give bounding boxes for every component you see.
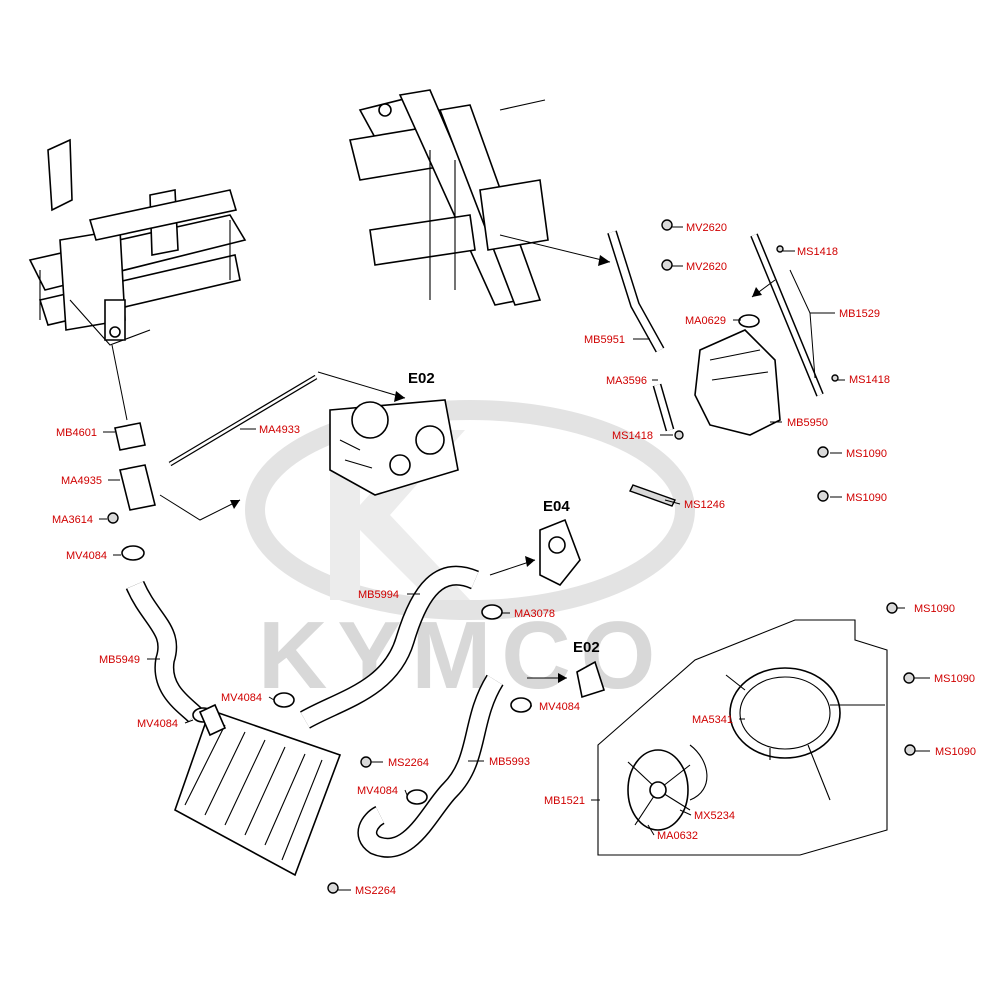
reservoir-cap (738, 314, 760, 328)
thermostat-fitting (576, 660, 606, 699)
callout-mv4084-c[interactable]: MV4084 (221, 692, 262, 704)
callout-labels: MV2620 MV2620 MS1418 MB1529 MA0629 MB595… (52, 222, 976, 897)
radiator (174, 703, 342, 877)
callout-mv4084-e[interactable]: MV4084 (539, 701, 580, 713)
clamp-ma3078 (481, 604, 503, 620)
fan-blade (627, 749, 691, 831)
callout-ma3596[interactable]: MA3596 (606, 375, 647, 387)
clamp-mv4084-d (510, 697, 532, 713)
section-ref-e02-upper[interactable]: E02 (408, 370, 435, 387)
section-ref-e02-lower[interactable]: E02 (573, 639, 600, 656)
reservoir-rod (750, 233, 824, 397)
reservoir-tank (694, 329, 781, 436)
callout-ms1246[interactable]: MS1246 (684, 499, 725, 511)
callout-ms1418-b[interactable]: MS1418 (612, 430, 653, 442)
clamp-mv4084-c (406, 789, 428, 805)
callout-mb5950[interactable]: MB5950 (787, 417, 828, 429)
callout-ms1418-a[interactable]: MS1418 (797, 246, 838, 258)
callout-mb5951[interactable]: MB5951 (584, 334, 625, 346)
callout-ma5341[interactable]: MA5341 (692, 714, 733, 726)
bolt-ms1090-c (886, 602, 898, 614)
callout-ma3078[interactable]: MA3078 (514, 608, 555, 620)
clamp-mv4084-a (121, 545, 145, 561)
fan-shroud (725, 667, 885, 801)
watermark-text: KYMCO (258, 602, 665, 709)
callout-mb5993[interactable]: MB5993 (489, 756, 530, 768)
callout-mx5234[interactable]: MX5234 (694, 810, 735, 822)
callout-mv4084-a[interactable]: MV4084 (66, 550, 107, 562)
callout-mb5949[interactable]: MB5949 (99, 654, 140, 666)
bolt-ms1090-d (903, 672, 915, 684)
callout-ms1418-c[interactable]: MS1418 (849, 374, 890, 386)
kymco-watermark-logo: KYMCO (245, 400, 695, 709)
callout-mv2620-a[interactable]: MV2620 (686, 222, 727, 234)
callout-ma0632[interactable]: MA0632 (657, 830, 698, 842)
callout-ms2264-b[interactable]: MS2264 (355, 885, 396, 897)
section-ref-e04[interactable]: E04 (543, 498, 570, 515)
clip-ms1246 (629, 484, 676, 507)
callout-ma0629[interactable]: MA0629 (685, 315, 726, 327)
clamp-mv4084-b (273, 692, 295, 708)
fan-assembly-outline (597, 619, 888, 856)
callout-mv4084-b[interactable]: MV4084 (137, 718, 178, 730)
callout-mb5994[interactable]: MB5994 (358, 589, 399, 601)
overflow-tube (168, 374, 318, 467)
filler-neck (119, 464, 156, 511)
nut-mv2620-b (661, 259, 673, 271)
nut-mv2620-a (661, 219, 673, 231)
reservoir-hose-ma3596 (652, 383, 675, 432)
callout-mv4084-d[interactable]: MV4084 (357, 785, 398, 797)
callout-ms2264-a[interactable]: MS2264 (388, 757, 429, 769)
reservoir-hose-mb5951 (607, 230, 665, 353)
callout-ms1090-a[interactable]: MS1090 (846, 448, 887, 460)
left-frame-assembly (28, 138, 247, 346)
bolt-ms1090-b (817, 490, 829, 502)
callout-ma4935[interactable]: MA4935 (61, 475, 102, 487)
cylinder-head (329, 399, 459, 496)
callout-mb1529[interactable]: MB1529 (839, 308, 880, 320)
fitting-ma3614 (107, 512, 119, 524)
callout-mb1521[interactable]: MB1521 (544, 795, 585, 807)
callout-ms1090-c[interactable]: MS1090 (914, 603, 955, 615)
radiator-cap (114, 422, 146, 451)
fan-wire-mx5234 (689, 744, 708, 801)
callout-ms1090-d[interactable]: MS1090 (934, 673, 975, 685)
bolt-ms1090-a (817, 446, 829, 458)
bolt-ms1090-e (904, 744, 916, 756)
callout-ms1090-e[interactable]: MS1090 (935, 746, 976, 758)
callout-ma3614[interactable]: MA3614 (52, 514, 93, 526)
screw-ms2264-a (360, 756, 372, 768)
frame-to-hose-leader (499, 234, 611, 263)
callout-ms1090-b[interactable]: MS1090 (846, 492, 887, 504)
water-pump (539, 518, 581, 587)
callout-mb4601[interactable]: MB4601 (56, 427, 97, 439)
frame-to-cap-leader (111, 344, 128, 421)
screw-ms2264-b (327, 882, 339, 894)
callout-leaders (99, 226, 930, 891)
upper-frame-assembly (349, 89, 549, 306)
callout-ma4933[interactable]: MA4933 (259, 424, 300, 436)
callout-mv2620-b[interactable]: MV2620 (686, 261, 727, 273)
